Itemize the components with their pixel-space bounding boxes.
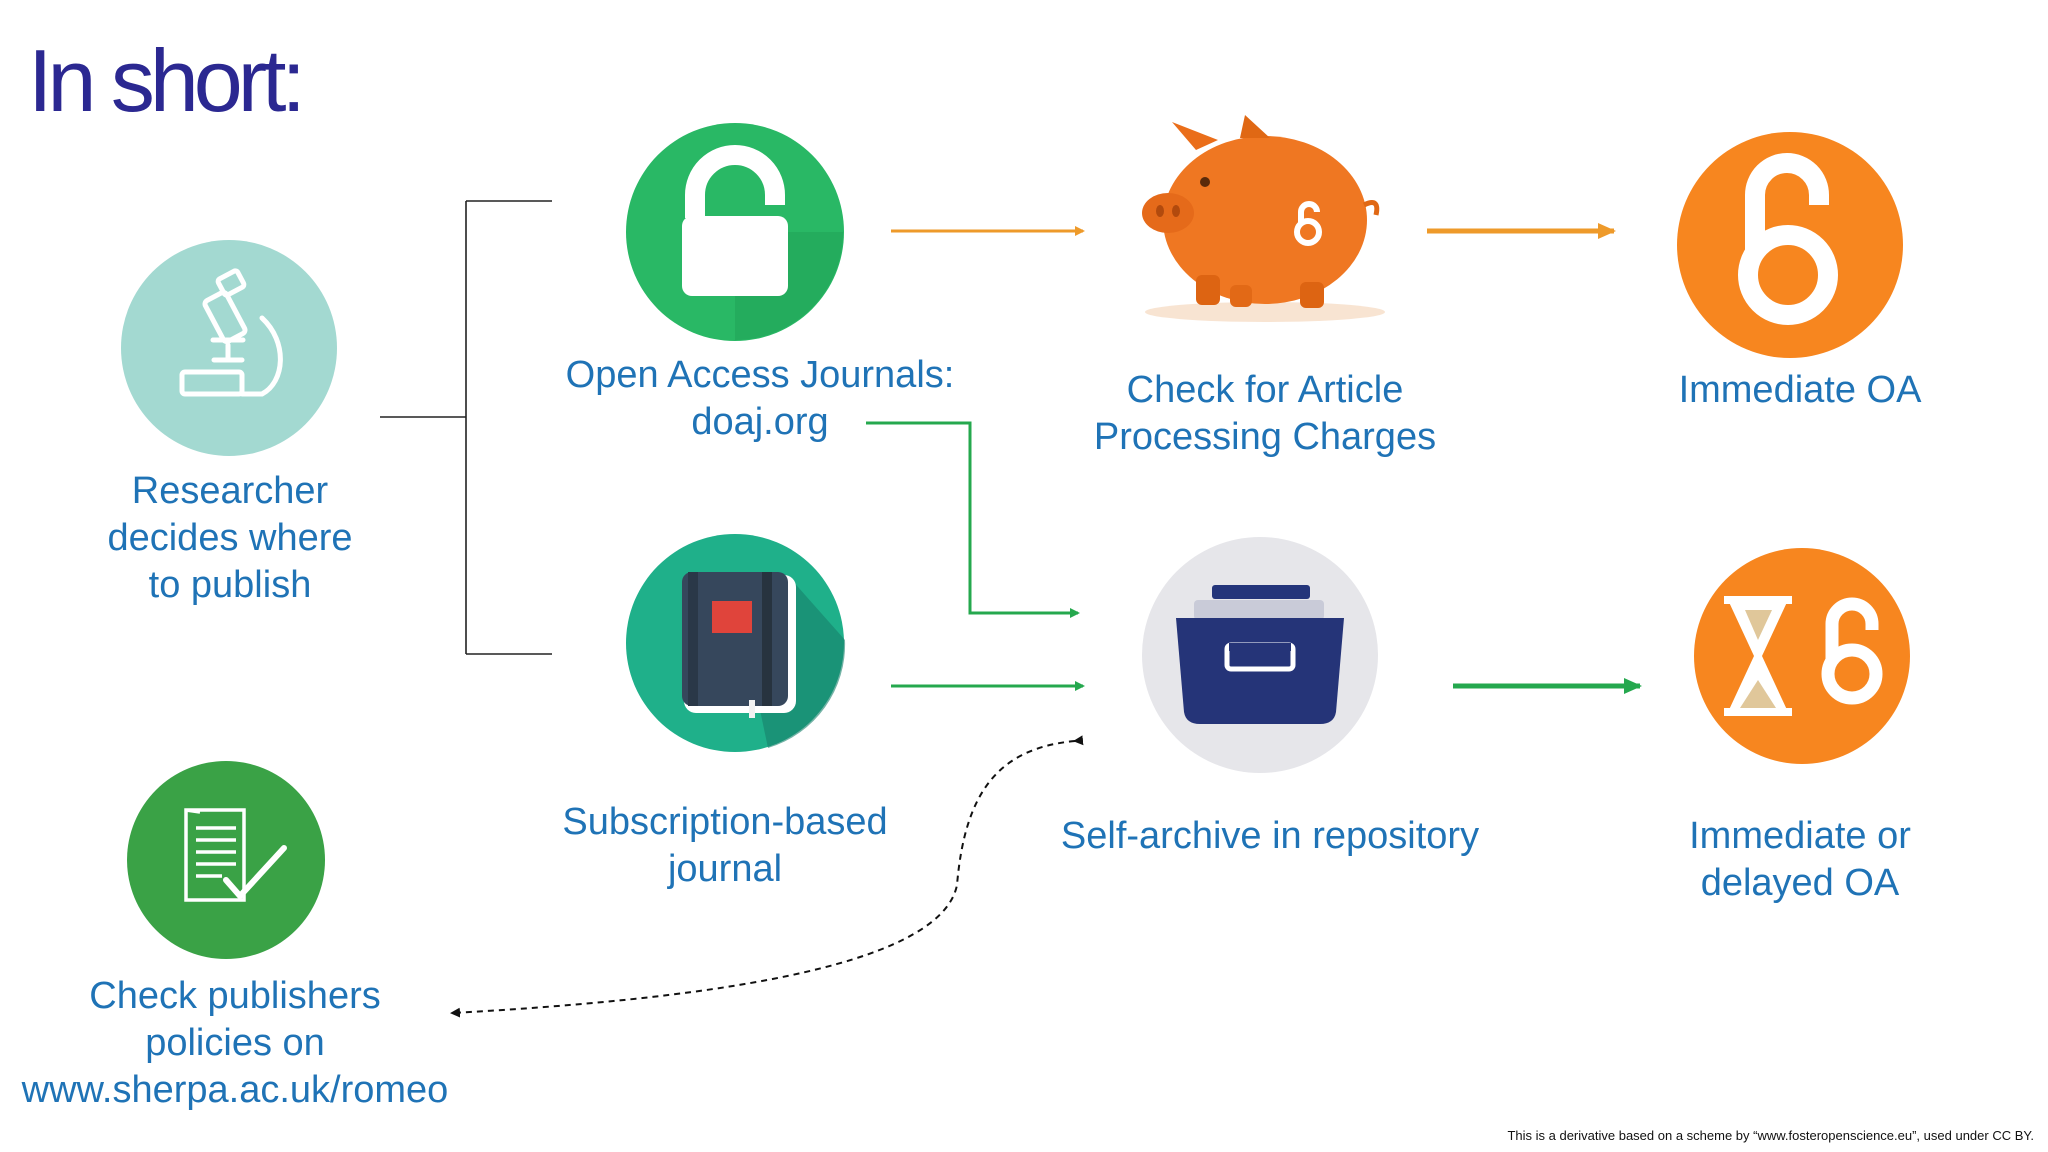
publisher-policies-label: Check publishers policies on www.sherpa.…: [0, 973, 470, 1114]
unlocked-padlock-icon: [682, 145, 788, 296]
arrow-oa-to-self-archive: [866, 421, 1080, 618]
checked-document-icon: [184, 808, 287, 902]
apc-label-line: Check for Article: [1126, 369, 1404, 411]
delayed-oa-label: Immediate or delayed OA: [1640, 813, 1960, 907]
delayed-oa-label-line: Immediate or: [1689, 815, 1911, 857]
subscription-label-line: journal: [667, 848, 783, 890]
immediate-oa-label: Immediate OA: [1640, 367, 1960, 414]
immediate-oa-label-line: Immediate OA: [1678, 369, 1922, 411]
oa-journals-node: [626, 123, 844, 341]
apc-node: [1142, 115, 1385, 322]
self-archive-label: Self-archive in repository: [1040, 813, 1500, 860]
publisher-policies-node: [127, 761, 325, 959]
subscription-label: Subscription-based journal: [540, 799, 910, 893]
researcher-node: [121, 240, 337, 456]
publisher-policies-label-line: policies on: [145, 1022, 325, 1064]
open-access-icon: [1738, 153, 1838, 325]
apc-label: Check for Article Processing Charges: [1065, 367, 1465, 461]
subscription-label-line: Subscription-based: [562, 801, 888, 843]
slide-title: In short:: [28, 31, 306, 130]
immediate-oa-node: [1677, 132, 1903, 358]
researcher-branch-bracket: [380, 200, 552, 655]
oa-journals-label-line: Open Access Journals:: [565, 354, 955, 396]
researcher-label-line: Researcher: [131, 470, 329, 512]
subscription-node: [626, 534, 846, 752]
oa-journals-link[interactable]: doaj.org: [691, 401, 829, 443]
oa-journals-label: Open Access Journals: doaj.org: [540, 352, 980, 446]
researcher-label-line: decides where: [107, 517, 353, 559]
self-archive-label-line: Self-archive in repository: [1060, 815, 1480, 857]
microscope-icon: [179, 268, 283, 397]
sherpa-romeo-link[interactable]: www.sherpa.ac.uk/romeo: [21, 1069, 449, 1111]
piggy-bank-icon: [1142, 115, 1380, 308]
apc-label-line: Processing Charges: [1093, 416, 1437, 458]
notebook-icon: [682, 572, 796, 718]
researcher-label-line: to publish: [148, 564, 312, 606]
delayed-oa-node: [1694, 548, 1910, 764]
delayed-oa-label-line: delayed OA: [1700, 862, 1900, 904]
self-archive-node: [1142, 537, 1378, 773]
hourglass-open-access-icon: [1724, 596, 1883, 716]
publisher-policies-label-line: Check publishers: [89, 975, 381, 1017]
researcher-label: Researcher decides where to publish: [80, 468, 380, 609]
dashed-arrow-self-archive-policies: [450, 735, 1084, 1018]
archive-box-icon: [1176, 585, 1344, 724]
attribution-credit: This is a derivative based on a scheme b…: [1507, 1128, 2034, 1143]
